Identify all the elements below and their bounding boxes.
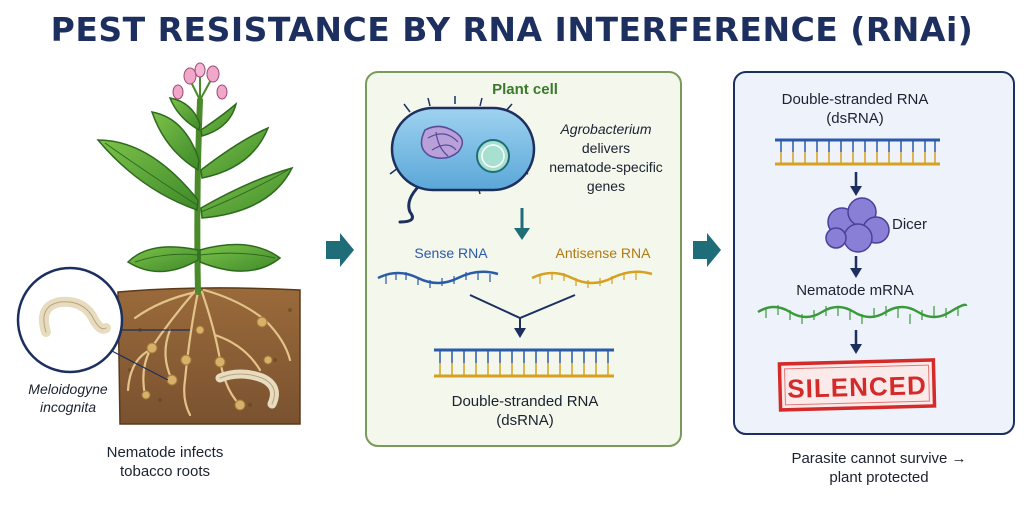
agrobacterium-name: Agrobacterium bbox=[560, 121, 652, 137]
sense-rna-label: Sense RNA bbox=[414, 245, 488, 261]
arrow-down-icon bbox=[514, 208, 530, 240]
nematode-icon bbox=[16, 266, 190, 381]
dsrna-label: Double-stranded RNA (dsRNA) bbox=[430, 392, 620, 430]
arrow-down-icon bbox=[850, 256, 862, 278]
dicer-label: Dicer bbox=[892, 216, 928, 233]
dsrna-label: Double-stranded RNA (dsRNA) bbox=[760, 90, 950, 128]
description-line: nematode-specific bbox=[549, 159, 663, 175]
arrow-right-icon bbox=[693, 233, 721, 267]
description-line: delivers bbox=[581, 140, 631, 156]
arrow-down-icon bbox=[850, 330, 862, 354]
bacterium-icon bbox=[389, 96, 536, 224]
arrow-down-icon bbox=[850, 172, 862, 196]
nematode-mrna-label: Nematode mRNA bbox=[796, 282, 914, 299]
caption-line: Nematode infects bbox=[106, 444, 224, 461]
caption-line: tobacco roots bbox=[119, 463, 211, 480]
tobacco-plant-icon bbox=[96, 62, 301, 425]
dsrna-label-line: Double-stranded RNA bbox=[451, 393, 599, 410]
dsrna-ladder bbox=[775, 138, 940, 166]
silenced-stamp: SILENCED bbox=[777, 358, 937, 412]
organism-name-line: incognita bbox=[39, 399, 97, 415]
dsrna-label-line: (dsRNA) bbox=[826, 110, 884, 127]
arrow-right-icon bbox=[326, 233, 354, 267]
plant-cell-heading: Plant cell bbox=[492, 81, 558, 98]
dsrna-ladder bbox=[434, 348, 614, 378]
organism-name: Meloidogyne incognita bbox=[8, 380, 128, 416]
nematode-mrna-strand bbox=[757, 303, 968, 319]
soil-icon bbox=[117, 287, 301, 425]
dicer-enzyme-icon bbox=[825, 197, 890, 253]
caption-line: plant protected bbox=[829, 469, 929, 486]
description-line: genes bbox=[586, 178, 626, 194]
diagram-title: PEST RESISTANCE BY RNA INTERFERENCE (RNA… bbox=[50, 10, 974, 49]
agrobacterium-description: Agrobacterium delivers nematode-specific… bbox=[536, 120, 676, 196]
dsrna-label-line: Double-stranded RNA bbox=[781, 91, 929, 108]
dsrna-label-line: (dsRNA) bbox=[496, 412, 554, 429]
caption-line: Parasite cannot survive → bbox=[791, 450, 967, 467]
antisense-rna-label: Antisense RNA bbox=[555, 245, 651, 261]
organism-name-line: Meloidogyne bbox=[28, 381, 108, 397]
panel3-caption: Parasite cannot survive → plant protecte… bbox=[734, 449, 1024, 487]
panel1-caption: Nematode infects tobacco roots bbox=[90, 443, 240, 481]
silenced-stamp-text: SILENCED bbox=[787, 370, 927, 404]
